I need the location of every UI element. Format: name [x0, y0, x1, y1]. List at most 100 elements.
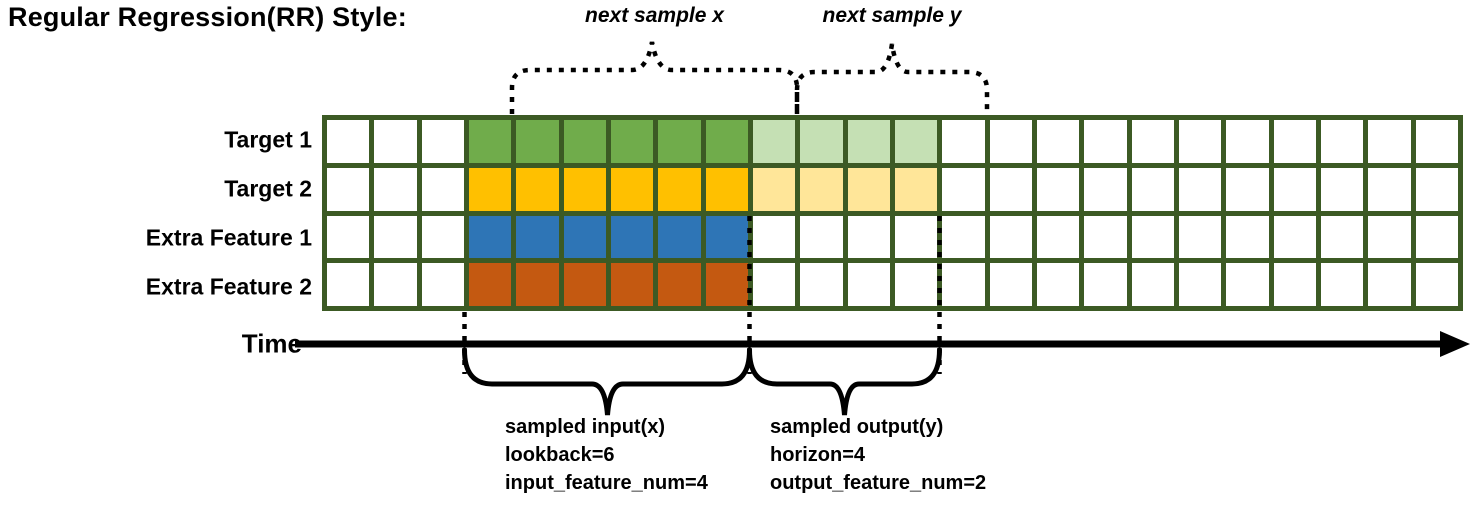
grid-cell: [1320, 263, 1364, 306]
grid-cell: [989, 263, 1032, 306]
grid-cell: [752, 215, 796, 259]
grid-cell: [563, 215, 606, 259]
grid-cell: [1415, 167, 1458, 211]
next-sample-x-brace: [509, 41, 800, 114]
row-label-target-1: Target 1: [224, 126, 312, 153]
grid-cell: [847, 120, 890, 163]
grid-cell: [1320, 167, 1364, 211]
sampled-input-brace: [462, 347, 752, 416]
next-sample-y-brace: [794, 43, 990, 114]
grid-cell: [1084, 263, 1127, 306]
grid-cell: [1131, 215, 1174, 259]
grid-cell: [468, 167, 512, 211]
grid-cell: [942, 263, 985, 306]
grid-cell: [563, 167, 606, 211]
time-axis-label: Time: [241, 328, 302, 359]
grid-cell: [1415, 263, 1458, 306]
grid-cell: [752, 120, 796, 163]
row-label-extra-feature-1: Extra Feature 1: [145, 224, 312, 251]
grid-cell: [1178, 120, 1222, 163]
grid-cell: [1131, 263, 1174, 306]
sampled-output-annotation: sampled output(y) horizon=4 output_featu…: [770, 413, 986, 497]
grid-cell: [942, 167, 985, 211]
grid-cell: [1226, 167, 1269, 211]
grid-cell: [847, 215, 890, 259]
grid-cell: [610, 120, 654, 163]
sampled-output-brace: [747, 347, 942, 416]
grid-cell: [942, 120, 985, 163]
grid-cell: [1273, 263, 1316, 306]
grid-cell: [800, 120, 843, 163]
row-label-target-2: Target 2: [224, 175, 312, 202]
grid-cell: [894, 263, 938, 306]
row-label-extra-feature-2: Extra Feature 2: [145, 273, 312, 300]
grid-cell: [894, 120, 938, 163]
grid-cell: [1226, 263, 1269, 306]
grid-cell: [468, 263, 512, 306]
grid-cell: [516, 120, 559, 163]
grid-cell: [1273, 167, 1316, 211]
grid-cell: [752, 167, 796, 211]
grid-cell: [563, 263, 606, 306]
grid-cell: [847, 167, 890, 211]
annotation-line: input_feature_num=4: [505, 472, 708, 494]
grid-cell: [705, 120, 748, 163]
grid-cell: [468, 215, 512, 259]
time-axis-arrowhead: [1440, 331, 1470, 357]
grid-cell: [374, 120, 417, 163]
grid-cell: [327, 167, 370, 211]
grid-cell: [1131, 120, 1174, 163]
grid-cell: [1415, 215, 1458, 259]
grid-cell: [1226, 215, 1269, 259]
grid-cell: [610, 215, 654, 259]
grid-cell: [610, 167, 654, 211]
grid-cell: [327, 215, 370, 259]
grid-cell: [658, 215, 701, 259]
grid-cell: [1368, 215, 1411, 259]
grid-cell: [1415, 120, 1458, 163]
grid-cell: [1368, 263, 1411, 306]
grid-cell: [421, 215, 464, 259]
grid-cell: [1036, 215, 1080, 259]
grid-cell: [563, 120, 606, 163]
grid-cell: [894, 215, 938, 259]
grid-cell: [516, 263, 559, 306]
annotation-line: sampled input(x): [505, 416, 666, 438]
grid-cell: [327, 263, 370, 306]
grid-cell: [1178, 215, 1222, 259]
grid-cell: [800, 263, 843, 306]
diagram-title: Regular Regression(RR) Style:: [8, 2, 407, 32]
annotation-line: output_feature_num=2: [770, 472, 987, 494]
grid-cell: [705, 215, 748, 259]
grid-cell: [847, 263, 890, 306]
sampled-input-annotation: sampled input(x) lookback=6 input_featur…: [505, 413, 708, 497]
grid-cell: [516, 167, 559, 211]
grid-cell: [1273, 120, 1316, 163]
grid-cell: [610, 263, 654, 306]
grid-cell: [421, 120, 464, 163]
grid-cell: [1368, 120, 1411, 163]
next-sample-x-label: next sample x: [585, 4, 724, 27]
grid-cell: [1320, 215, 1364, 259]
grid-cell: [1084, 215, 1127, 259]
grid-cell: [1178, 167, 1222, 211]
grid-cell: [374, 215, 417, 259]
grid-cell: [374, 167, 417, 211]
grid-cell: [942, 215, 985, 259]
grid-cell: [705, 263, 748, 306]
grid-cell: [705, 167, 748, 211]
grid-cell: [421, 167, 464, 211]
grid-cell: [989, 215, 1032, 259]
grid-cell: [800, 167, 843, 211]
grid-cell: [658, 167, 701, 211]
grid-cell: [516, 215, 559, 259]
grid-cell: [1084, 120, 1127, 163]
grid-cell: [468, 120, 512, 163]
grid-cell: [1036, 167, 1080, 211]
grid-cell: [1084, 167, 1127, 211]
annotation-line: horizon=4: [770, 444, 866, 466]
grid-cell: [894, 167, 938, 211]
grid-cell: [1320, 120, 1364, 163]
grid-cell: [1273, 215, 1316, 259]
